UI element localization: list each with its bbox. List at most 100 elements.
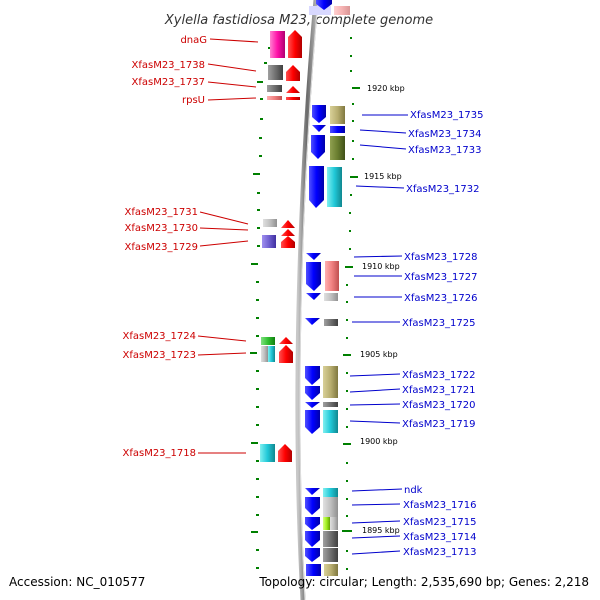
- gene-label[interactable]: ndk: [404, 485, 423, 496]
- gene-box: [323, 497, 338, 517]
- gene-label[interactable]: XfasM23_1723: [122, 350, 196, 361]
- gene-label[interactable]: XfasM23_1728: [404, 252, 478, 263]
- tick: [257, 192, 260, 194]
- topology-text: Topology: circular; Length: 2,535,690 bp…: [258, 575, 589, 589]
- gene-arrow: [281, 236, 295, 248]
- tick: [352, 140, 354, 142]
- gene-box: [323, 410, 338, 433]
- gene-label[interactable]: XfasM23_1713: [403, 547, 477, 558]
- tick: [346, 301, 348, 303]
- gene-arrow: [316, 0, 332, 10]
- tick: [256, 460, 259, 462]
- gene-arrow: [306, 564, 321, 576]
- gene-label[interactable]: XfasM23_1719: [402, 419, 476, 430]
- gene-label[interactable]: XfasM23_1720: [402, 400, 476, 411]
- gene-label[interactable]: XfasM23_1738: [131, 60, 205, 71]
- gene-label[interactable]: XfasM23_1737: [131, 77, 205, 88]
- tick: [349, 230, 351, 232]
- gene-box: [325, 261, 339, 291]
- tick: [346, 408, 348, 410]
- gene-arrow: [305, 386, 320, 400]
- tick: [346, 515, 348, 517]
- leader-line: [349, 403, 401, 406]
- genome-backbone: [295, 0, 319, 600]
- tick: [256, 317, 259, 319]
- gene-label[interactable]: XfasM23_1731: [124, 207, 198, 218]
- gene-arrow: [305, 517, 320, 530]
- gene-label[interactable]: XfasM23_1727: [404, 272, 478, 283]
- gene-arrow: [309, 166, 324, 208]
- map-title: Xylella fastidiosa M23, complete genome: [164, 13, 433, 28]
- gene-arrow: [288, 30, 302, 58]
- gene-label[interactable]: XfasM23_1724: [122, 331, 196, 342]
- leader-line: [351, 550, 401, 555]
- gene-label[interactable]: XfasM23_1721: [402, 385, 476, 396]
- tick: [343, 354, 351, 356]
- gene-box: [327, 167, 342, 207]
- tick: [350, 37, 352, 39]
- leader-line: [355, 185, 405, 189]
- tick: [346, 319, 348, 321]
- scale-label: 1910 kbp: [362, 262, 400, 271]
- gene-label[interactable]: XfasM23_1722: [402, 370, 476, 381]
- gene-label[interactable]: XfasM23_1729: [124, 242, 198, 253]
- tick: [257, 227, 260, 229]
- tick: [256, 335, 259, 337]
- gene-arrow: [305, 488, 320, 495]
- leader-line: [359, 144, 407, 150]
- gene-label[interactable]: XfasM23_1734: [408, 129, 482, 140]
- tick: [346, 568, 348, 570]
- tick: [346, 390, 348, 392]
- tick: [260, 118, 263, 120]
- gene-label[interactable]: XfasM23_1715: [403, 517, 477, 528]
- gene-label[interactable]: XfasM23_1716: [403, 500, 477, 511]
- gene-label[interactable]: dnaG: [180, 35, 207, 46]
- gene-arrow: [306, 253, 321, 260]
- gene-arrow: [305, 531, 320, 547]
- gene-box: [261, 337, 275, 345]
- accession-text: Accession: NC_010577: [9, 575, 145, 589]
- tick: [259, 137, 262, 139]
- tick: [257, 81, 263, 83]
- gene-label[interactable]: XfasM23_1726: [404, 293, 478, 304]
- gene-box: [309, 6, 331, 15]
- gene-box: [260, 444, 275, 462]
- tick: [251, 531, 258, 533]
- gene-box: [330, 106, 345, 124]
- gene-arrow: [281, 220, 295, 228]
- gene-label[interactable]: XfasM23_1730: [124, 223, 198, 234]
- tick: [350, 55, 352, 57]
- leader-line: [207, 97, 257, 101]
- gene-label[interactable]: XfasM23_1733: [408, 145, 482, 156]
- gene-label[interactable]: XfasM23_1714: [403, 532, 477, 543]
- scale-label: 1905 kbp: [360, 350, 398, 359]
- gene-arrow: [306, 293, 321, 300]
- tick: [352, 103, 354, 105]
- gene-box: [263, 219, 277, 227]
- leader-line: [199, 227, 249, 231]
- tick: [349, 248, 351, 250]
- gene-label[interactable]: XfasM23_1718: [122, 448, 196, 459]
- leader-line: [197, 335, 247, 342]
- leader-line: [359, 129, 407, 134]
- gene-box: [261, 346, 268, 362]
- gene-arrow: [305, 366, 320, 385]
- tick: [260, 98, 263, 100]
- tick: [256, 496, 259, 498]
- scale-ticks: [250, 32, 360, 570]
- tick: [345, 266, 353, 268]
- leader-line: [351, 520, 401, 524]
- gene-label[interactable]: rpsU: [182, 95, 205, 106]
- gene-box: [323, 366, 338, 398]
- gene-label[interactable]: XfasM23_1735: [410, 110, 484, 121]
- gene-box: [270, 31, 285, 58]
- gene-box: [323, 531, 338, 547]
- gene-label[interactable]: XfasM23_1732: [406, 184, 480, 195]
- gene-box: [330, 517, 338, 530]
- leader-line: [209, 38, 259, 43]
- leader-line: [207, 81, 257, 88]
- tick: [256, 406, 259, 408]
- gene-arrow: [286, 65, 300, 81]
- tick: [346, 462, 348, 464]
- gene-label[interactable]: XfasM23_1725: [402, 318, 476, 329]
